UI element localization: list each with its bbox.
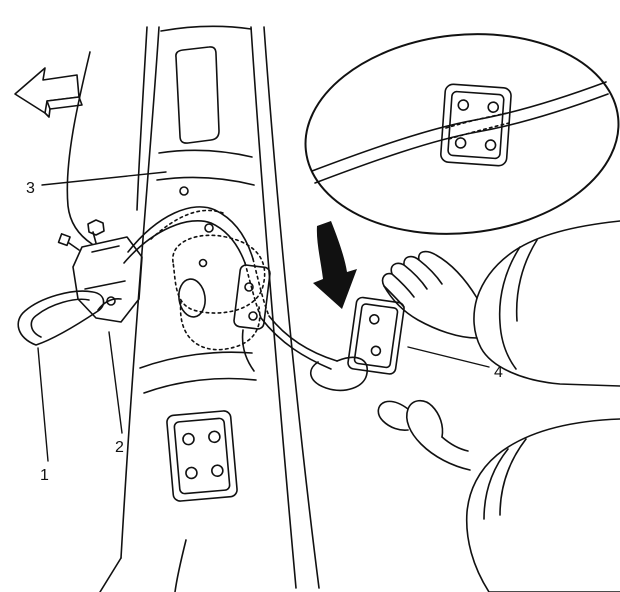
inset-circle xyxy=(304,33,620,235)
technician-hand-lower xyxy=(377,399,471,471)
callout-leaders xyxy=(37,171,490,462)
bolt-icon xyxy=(87,219,105,236)
callout-2-label: 2 xyxy=(115,439,124,456)
callout-3-leader xyxy=(41,171,167,186)
check-link-bracket xyxy=(57,219,143,323)
pillar-hole xyxy=(204,223,214,233)
callout-1-label: 1 xyxy=(40,467,49,484)
pointer-arrow xyxy=(313,221,357,309)
direction-arrow-icon xyxy=(14,67,83,118)
pillar-oval-hole xyxy=(178,278,206,318)
pillar-hole xyxy=(198,258,208,268)
pillar-bracket xyxy=(233,264,271,372)
technician-hand-upper xyxy=(381,250,478,339)
pillar-opening xyxy=(175,46,220,144)
inset-detail xyxy=(304,33,620,235)
striker-bracket xyxy=(347,296,405,375)
callout-1-leader xyxy=(37,347,49,462)
technician-arm-lower xyxy=(465,418,620,592)
check-link-cable xyxy=(123,206,338,370)
callout-4-leader xyxy=(407,346,490,368)
access-plate xyxy=(166,410,238,502)
vehicle-pillar xyxy=(99,25,320,592)
callout-3-label: 3 xyxy=(26,180,35,197)
pillar-hole xyxy=(179,186,189,196)
check-link-rod xyxy=(66,51,93,245)
technician-arm-upper xyxy=(473,220,620,387)
callout-4-label: 4 xyxy=(494,364,503,381)
callout-2-leader xyxy=(108,331,123,434)
check-link-assembly xyxy=(17,51,143,346)
check-link-loop xyxy=(17,290,105,346)
cable-end-loop xyxy=(309,356,368,392)
